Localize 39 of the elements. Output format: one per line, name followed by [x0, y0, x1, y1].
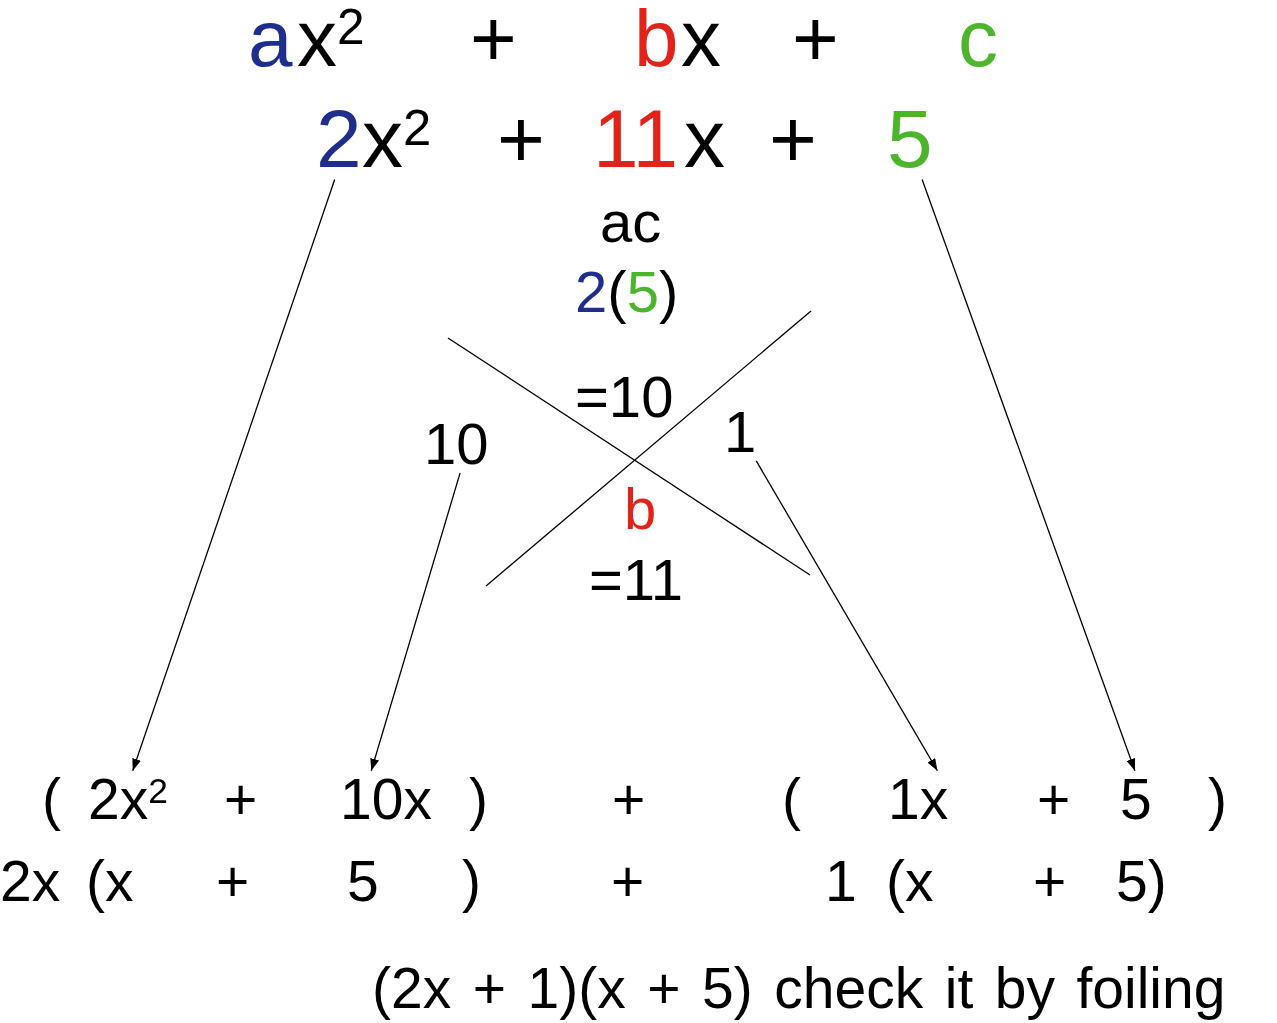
- sum-label: b: [624, 479, 657, 538]
- arrow: [755, 460, 938, 772]
- split-term: 2x$^{2}$: [88, 770, 168, 828]
- variable-term: x: [684, 97, 725, 180]
- coefficient-symbol: b: [634, 0, 679, 80]
- factor-number: 5: [626, 262, 659, 321]
- factor-number: 1: [724, 402, 757, 461]
- constant-term: 5: [347, 852, 379, 910]
- variable-term: x: [681, 0, 721, 80]
- product-label: ac: [600, 192, 662, 251]
- plus-sign: +: [612, 770, 646, 828]
- plus-sign: +: [497, 97, 545, 180]
- factor-number: 10: [424, 414, 489, 473]
- plus-sign: +: [216, 852, 250, 910]
- coefficient: 2: [316, 97, 362, 180]
- split-term: 1x: [888, 770, 949, 828]
- common-factor: 1: [825, 852, 857, 910]
- variable-term: x$^{2}$: [297, 0, 365, 80]
- plus-sign: +: [1033, 852, 1067, 910]
- product-result: =10: [575, 367, 674, 426]
- coefficient: 11: [593, 97, 679, 180]
- plus-sign: +: [224, 770, 258, 828]
- sum-result: =11: [589, 550, 684, 609]
- arrow: [370, 472, 461, 772]
- plus-sign: +: [769, 97, 817, 180]
- plus-sign: +: [792, 0, 839, 80]
- factor-number: 2: [575, 262, 608, 321]
- plus-sign: +: [470, 0, 517, 80]
- coefficient-symbol: a: [248, 0, 293, 80]
- variable-term: x$^{2}$: [362, 97, 432, 180]
- constant-term: 5: [1120, 770, 1152, 828]
- plus-sign: +: [611, 852, 645, 910]
- plus-sign: +: [1037, 770, 1071, 828]
- arrow: [132, 178, 336, 772]
- split-term: 10x: [340, 770, 432, 828]
- arrow: [921, 178, 1136, 772]
- constant-term: 5: [887, 97, 933, 180]
- common-factor: 2x: [0, 852, 61, 910]
- coefficient-symbol: c: [958, 0, 998, 80]
